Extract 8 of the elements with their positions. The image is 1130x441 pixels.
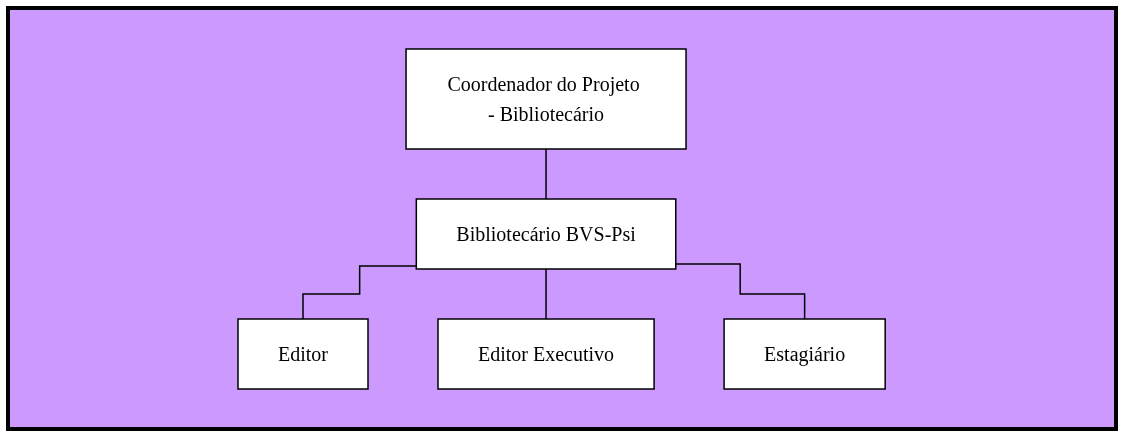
- node-box: [437, 317, 656, 390]
- background-panel: Coordenador do Projeto - Bibliotecário Bibliotecário BVS-Psi Editor Editor Executivo Estagiário: [6, 6, 1118, 431]
- node-box: [723, 317, 887, 390]
- node-box: [415, 197, 677, 270]
- connector: [545, 147, 548, 200]
- node-box: [237, 317, 370, 390]
- connector: [545, 267, 548, 320]
- node-box: [405, 47, 688, 150]
